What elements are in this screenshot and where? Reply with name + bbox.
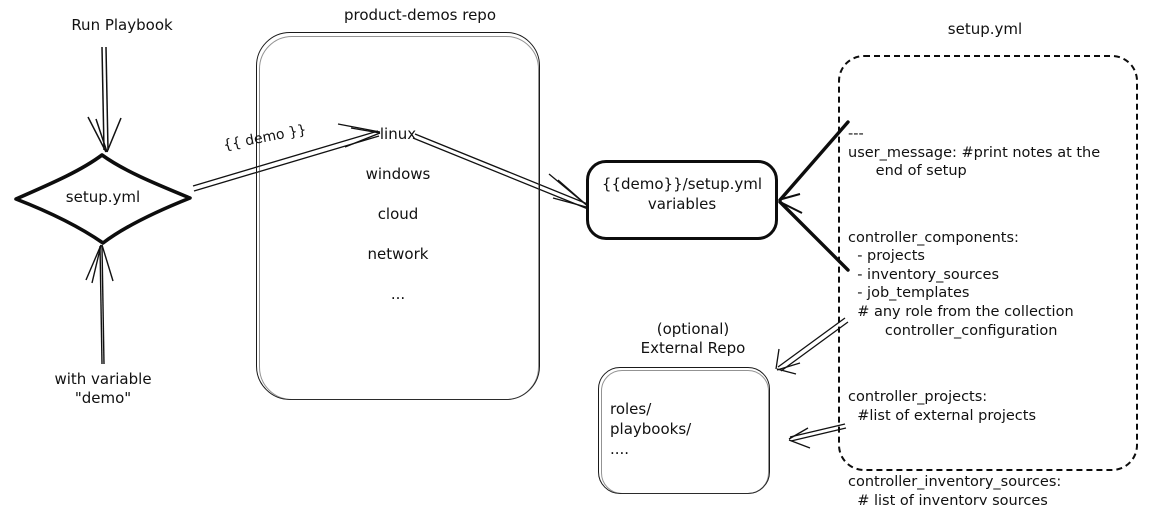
repo-item-windows: windows <box>365 165 431 183</box>
start-node-label: setup.yml <box>65 188 141 206</box>
demo-setup-variables-label: {{demo}}/setup.yml variables <box>601 175 763 214</box>
product-demos-repo-items: linux windows cloud network ... <box>256 125 540 325</box>
repo-item-network: network <box>367 245 429 263</box>
repo-item-ellipsis: ... <box>390 285 406 303</box>
arrow-run-playbook-to-setup <box>87 46 122 153</box>
with-variable-label: with variable "demo" <box>54 370 152 407</box>
product-demos-repo-box <box>256 32 540 400</box>
yml-block-controller-components: controller_components: - projects - inve… <box>848 229 1074 339</box>
arrowhead-vars-junction <box>781 193 803 214</box>
external-repo-items: roles/ playbooks/ .... <box>610 400 692 458</box>
repo-item-cloud: cloud <box>377 205 419 223</box>
product-demos-repo-title: product-demos repo <box>344 6 496 24</box>
yml-block-controller-inventory-sources: controller_inventory_sources: # list of … <box>848 474 1062 505</box>
arrow-with-variable-to-setup <box>85 244 114 365</box>
run-playbook-label: Run Playbook <box>71 16 173 34</box>
external-repo-title: (optional) External Repo <box>640 320 746 357</box>
setup-yml-title: setup.yml <box>947 20 1023 38</box>
demo-setup-variables-node <box>586 160 778 240</box>
yml-block-user-message: --- user_message: #print notes at the en… <box>848 126 1101 180</box>
setup-yml-dashed-box <box>838 55 1138 471</box>
setup-yml-content: --- user_message: #print notes at the en… <box>848 88 1140 505</box>
repo-item-linux: linux <box>379 125 417 143</box>
external-repo-box <box>598 367 770 494</box>
yml-block-controller-projects: controller_projects: #list of external p… <box>848 389 1037 424</box>
